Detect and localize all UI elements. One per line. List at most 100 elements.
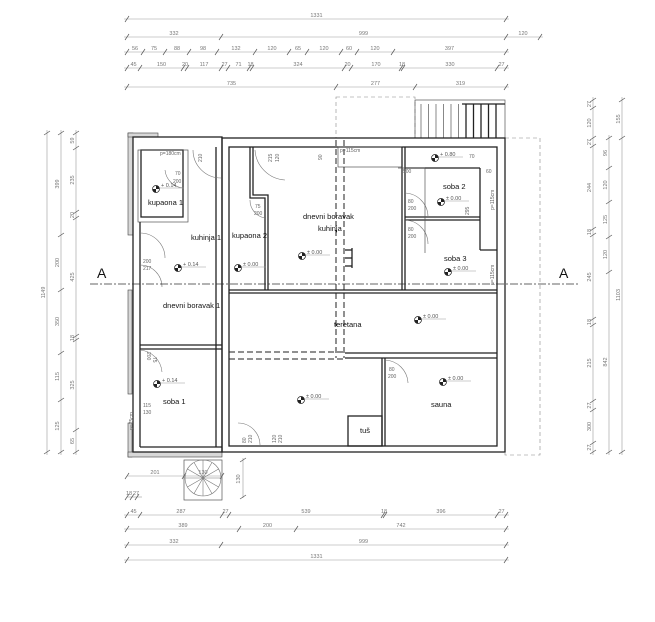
dimension-label: 27: [222, 509, 228, 515]
dimension-tick: [124, 33, 130, 41]
dimension-tick: [124, 541, 130, 549]
annot: 200: [173, 179, 182, 185]
dimension-tick: [124, 511, 130, 519]
level-symbol-fill: [439, 378, 447, 386]
dimension-label: 56: [132, 46, 138, 52]
annot: 200: [143, 259, 152, 265]
dimension-label: 130: [236, 474, 242, 483]
dimension-tick: [589, 105, 597, 111]
elevation-marker-kupaona2: ± 0.00: [234, 262, 266, 272]
room-soba-1: soba 1: [163, 397, 186, 406]
dimension-label: 389: [178, 523, 187, 529]
dimension-tick: [589, 232, 597, 238]
dimension-tick: [252, 48, 258, 56]
dimension-label: 300: [587, 422, 593, 431]
dimension-tick: [503, 64, 509, 72]
dimension-tick: [124, 472, 130, 480]
dimension-tick: [72, 427, 80, 433]
dimension-tick: [214, 48, 220, 56]
annot: 80: [389, 367, 395, 373]
dimension-label: 18: [70, 335, 76, 341]
annot: 80: [408, 227, 414, 233]
annot: 60: [486, 169, 492, 175]
dimension-tick: [618, 449, 626, 455]
dimension-tick: [72, 215, 80, 221]
dimension-label: 27: [498, 509, 504, 515]
dimension-label: 425: [70, 272, 76, 281]
dimension-tick: [43, 130, 51, 136]
elevation-marker-lower: ± 0.00: [297, 394, 329, 404]
dimension-tick: [589, 322, 597, 328]
dimension-label: 65: [70, 438, 76, 444]
room-kuhinja-1: kuhinja 1: [191, 233, 221, 242]
annot: 200: [408, 234, 417, 240]
level-symbol-fill: [298, 252, 306, 260]
dimension-tick: [72, 130, 80, 136]
spiral-stair: [183, 459, 223, 501]
spiral-tread: [202, 462, 213, 479]
annot: 500: [403, 169, 412, 175]
dimension-label: 277: [371, 81, 380, 87]
elevation-value: ± 0.00: [306, 394, 321, 400]
dimension-label: 201: [150, 470, 159, 476]
dimension-label: 18: [587, 229, 593, 235]
dimension-label: 88: [174, 46, 180, 52]
annot: 200: [145, 352, 151, 361]
dimension-tick: [180, 64, 186, 72]
dimension-tick: [304, 48, 310, 56]
bottom-wall-hatch: [127, 451, 223, 458]
dimension-tick: [124, 64, 130, 72]
elevation-value: ± 0.00: [446, 196, 461, 202]
dimension-tick: [124, 83, 130, 91]
dimension-label: 735: [227, 81, 236, 87]
dimension-label: 18: [126, 491, 132, 497]
room-soba-3: soba 3: [444, 254, 467, 263]
spiral-tread: [202, 477, 219, 488]
dimension-label: 324: [293, 62, 302, 68]
elevation-marker-kupaona1: + 0.14: [152, 183, 184, 193]
annot: 217: [143, 266, 152, 272]
dimension-tick: [589, 440, 597, 446]
elevation-value: + 0.14: [161, 183, 176, 189]
elevation-marker-teretana: ± 0.00: [414, 314, 446, 324]
elevation-value: ± 0.00: [448, 376, 463, 382]
dimension-tick: [57, 130, 65, 136]
room-kupaona-2: kupaona 2: [232, 231, 267, 240]
dimension-label: 60: [346, 46, 352, 52]
dimension-label: 332: [169, 539, 178, 545]
elevation-value: ± 0.00: [307, 250, 322, 256]
dimension-label: 330: [445, 62, 454, 68]
dimension-tick: [354, 48, 360, 56]
dimension-label: 332: [169, 31, 178, 37]
dimension-tick: [494, 511, 500, 519]
spiral-tread: [202, 468, 219, 479]
dimension-label: 125: [55, 421, 61, 430]
dimension-tick: [57, 287, 65, 293]
elevation-marker-soba2: ± 0.00: [437, 196, 469, 206]
dimension-label: 20: [182, 62, 188, 68]
dimension-label: 1331: [310, 554, 322, 560]
section-label-right: A: [559, 265, 569, 281]
dimension-tick: [412, 83, 418, 91]
dimension-tick: [605, 135, 613, 141]
level-symbol-fill: [437, 198, 445, 206]
spiral-tread: [193, 477, 204, 494]
dimension-label: 132: [231, 46, 240, 52]
walls: [132, 136, 506, 453]
dimension-tick: [398, 64, 404, 72]
dimension-label: 18: [587, 319, 593, 325]
dimension-label: 120: [518, 31, 527, 37]
dimension-tick: [286, 48, 292, 56]
left-wall-hatch-top: [127, 132, 134, 236]
annot: 215: [268, 153, 274, 162]
annot: 80: [408, 199, 414, 205]
dimension-label: 200: [55, 258, 61, 267]
dimension-label: 287: [176, 509, 185, 515]
elevation-marker-sauna: ± 0.00: [439, 376, 471, 386]
level-symbol-fill: [174, 264, 182, 272]
dimension-label: 96: [603, 150, 609, 156]
dimension-label: 742: [396, 523, 405, 529]
dimension-tick: [382, 511, 388, 519]
